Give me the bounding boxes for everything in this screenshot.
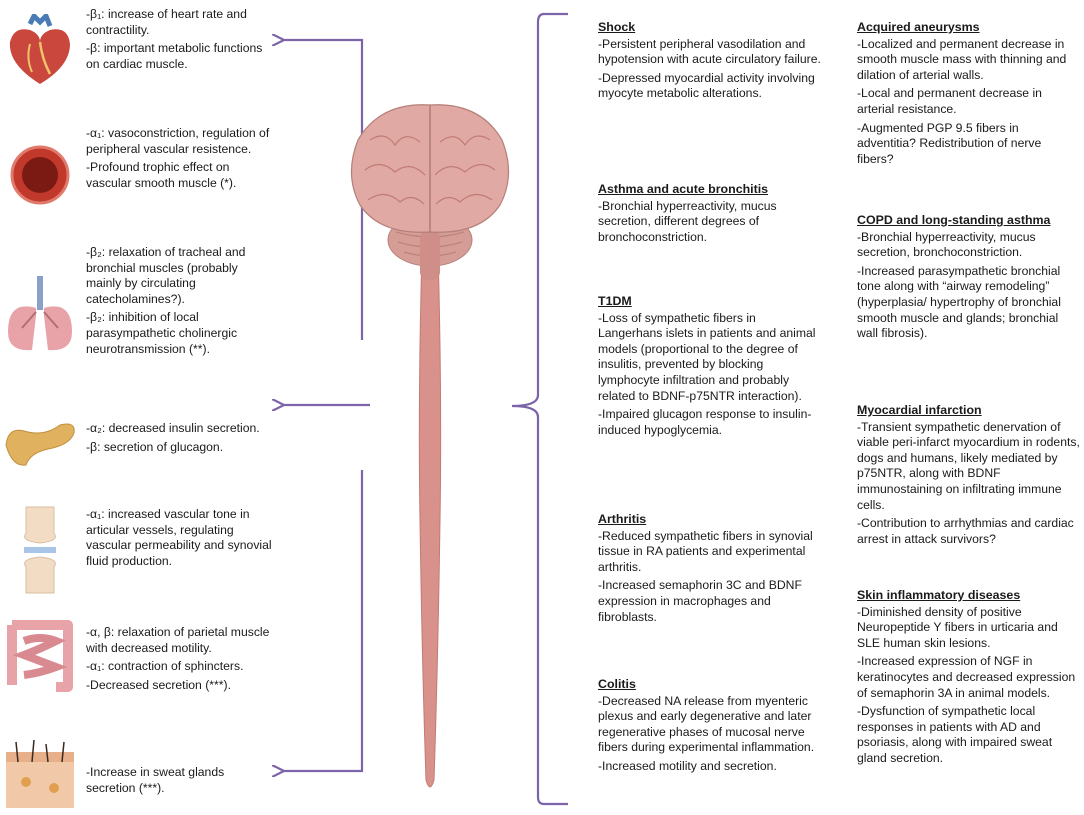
effect-text: -Decreased secretion (***). <box>86 677 231 692</box>
organ-lungs <box>0 272 80 362</box>
effects-pancreas: -α₂: decreased insulin secretion. -β: se… <box>86 421 276 458</box>
effect-text: -β₂: inhibition of local parasympathetic… <box>86 310 238 356</box>
disease-item: -Depressed myocardial activity involving… <box>598 70 815 101</box>
disease-item: -Transient sympathetic denervation of vi… <box>857 419 1080 512</box>
effect-text: -β: important metabolic functions on car… <box>86 41 263 71</box>
organ-skin <box>0 738 80 813</box>
lungs-icon <box>8 276 72 351</box>
disease-item: -Decreased NA release from myenteric ple… <box>598 693 815 755</box>
disease-title: T1DM <box>598 294 632 308</box>
disease-item: -Contribution to arrhythmias and cardiac… <box>857 516 1074 546</box>
effect-text: -α₁: increased vascular tone in articula… <box>86 507 272 568</box>
effects-skin: -Increase in sweat glands secretion (***… <box>86 765 276 799</box>
disease-item: -Bronchial hyperreactivity, mucus secret… <box>857 229 1036 260</box>
disease-item: -Dysfunction of sympathetic local respon… <box>857 704 1053 765</box>
disease-title: Arthritis <box>598 512 647 526</box>
effects-intestine: -α, β: relaxation of parietal muscle wit… <box>86 625 276 696</box>
effect-text: -Increase in sweat glands secretion (***… <box>86 765 225 795</box>
disease-item: -Loss of sympathetic fibers in Langerhan… <box>598 310 816 403</box>
disease-copd-asthma: COPD and long-standing asthma -Bronchial… <box>857 213 1081 345</box>
disease-item: -Increased expression of NGF in keratino… <box>857 654 1076 700</box>
brain-icon <box>350 104 510 233</box>
heart-icon <box>9 14 70 84</box>
effect-text: -β₁: increase of heart rate and contract… <box>86 7 247 37</box>
disease-item: -Local and permanent decrease in arteria… <box>857 86 1042 116</box>
organ-joint <box>0 505 80 595</box>
spinal-cord-icon <box>418 249 442 788</box>
disease-item: -Augmented PGP 9.5 fibers in adventitia?… <box>857 120 1042 166</box>
central-nervous-system-illustration <box>350 104 510 788</box>
disease-item: -Reduced sympathetic fibers in synovial … <box>598 528 813 574</box>
disease-item: -Increased semaphorin 3C and BDNF expres… <box>598 578 802 624</box>
disease-acquired-aneurysms: Acquired aneurysms -Localized and perman… <box>857 20 1081 170</box>
disease-t1dm: T1DM -Loss of sympathetic fibers in Lang… <box>598 294 822 441</box>
effects-joint: -α₁: increased vascular tone in articula… <box>86 507 276 572</box>
effect-text: -α₂: decreased insulin secretion. <box>86 421 260 435</box>
organ-pancreas <box>0 415 80 475</box>
joint-icon <box>24 506 56 594</box>
skin-icon <box>6 739 74 808</box>
disease-shock: Shock -Persistent peripheral vasodilatio… <box>598 20 822 105</box>
blood-vessel-icon <box>10 145 70 205</box>
effect-text: -α₁: vasoconstriction, regulation of per… <box>86 126 270 156</box>
disease-item: -Diminished density of positive Neuropep… <box>857 604 1058 650</box>
disease-item: -Persistent peripheral vasodilation and … <box>598 36 821 67</box>
disease-title: Asthma and acute bronchitis <box>598 182 769 196</box>
disease-item: -Bronchial hyperreactivity, mucus secret… <box>598 198 777 244</box>
arrow-to-heart <box>282 40 364 340</box>
effect-text: -α₁: contraction of sphincters. <box>86 659 244 674</box>
organ-intestine <box>0 615 80 705</box>
organ-vessel <box>0 135 80 215</box>
disease-item: -Impaired glucagon response to insulin-i… <box>598 407 812 437</box>
disease-asthma-acute-bronchitis: Asthma and acute bronchitis -Bronchial h… <box>598 182 822 248</box>
disease-myocardial-infarction: Myocardial infarction -Transient sympath… <box>857 403 1081 550</box>
disease-title: Shock <box>598 20 636 34</box>
disease-colitis: Colitis -Decreased NA release from myent… <box>598 677 822 778</box>
disease-title: Skin inflammatory diseases <box>857 588 1021 602</box>
disease-item: -Increased motility and secretion. <box>598 758 777 773</box>
intestine-icon <box>7 620 73 692</box>
disease-title: Colitis <box>598 677 636 691</box>
effect-text: -β₂: relaxation of tracheal and bronchia… <box>86 245 246 306</box>
effects-heart: -β₁: increase of heart rate and contract… <box>86 7 276 75</box>
disease-skin-inflammatory: Skin inflammatory diseases -Diminished d… <box>857 588 1081 770</box>
effect-text: -Profound trophic effect on vascular smo… <box>86 160 237 190</box>
pancreas-icon <box>5 423 75 466</box>
effect-text: -β: secretion of glucagon. <box>86 439 224 454</box>
effect-text: -α, β: relaxation of parietal muscle wit… <box>86 625 270 655</box>
arrow-to-skin <box>282 470 364 771</box>
effects-lungs: -β₂: relaxation of tracheal and bronchia… <box>86 245 276 360</box>
disease-item: -Localized and permanent decrease in smo… <box>857 36 1067 82</box>
disease-item: -Increased parasympathetic bronchial ton… <box>857 263 1061 341</box>
disease-title: COPD and long-standing asthma <box>857 213 1051 227</box>
right-bracket <box>511 12 568 806</box>
organ-heart <box>0 14 80 94</box>
disease-title: Acquired aneurysms <box>857 20 980 34</box>
disease-arthritis: Arthritis -Reduced sympathetic fibers in… <box>598 512 822 628</box>
effects-vessel: -α₁: vasoconstriction, regulation of per… <box>86 126 276 194</box>
disease-title: Myocardial infarction <box>857 403 982 417</box>
